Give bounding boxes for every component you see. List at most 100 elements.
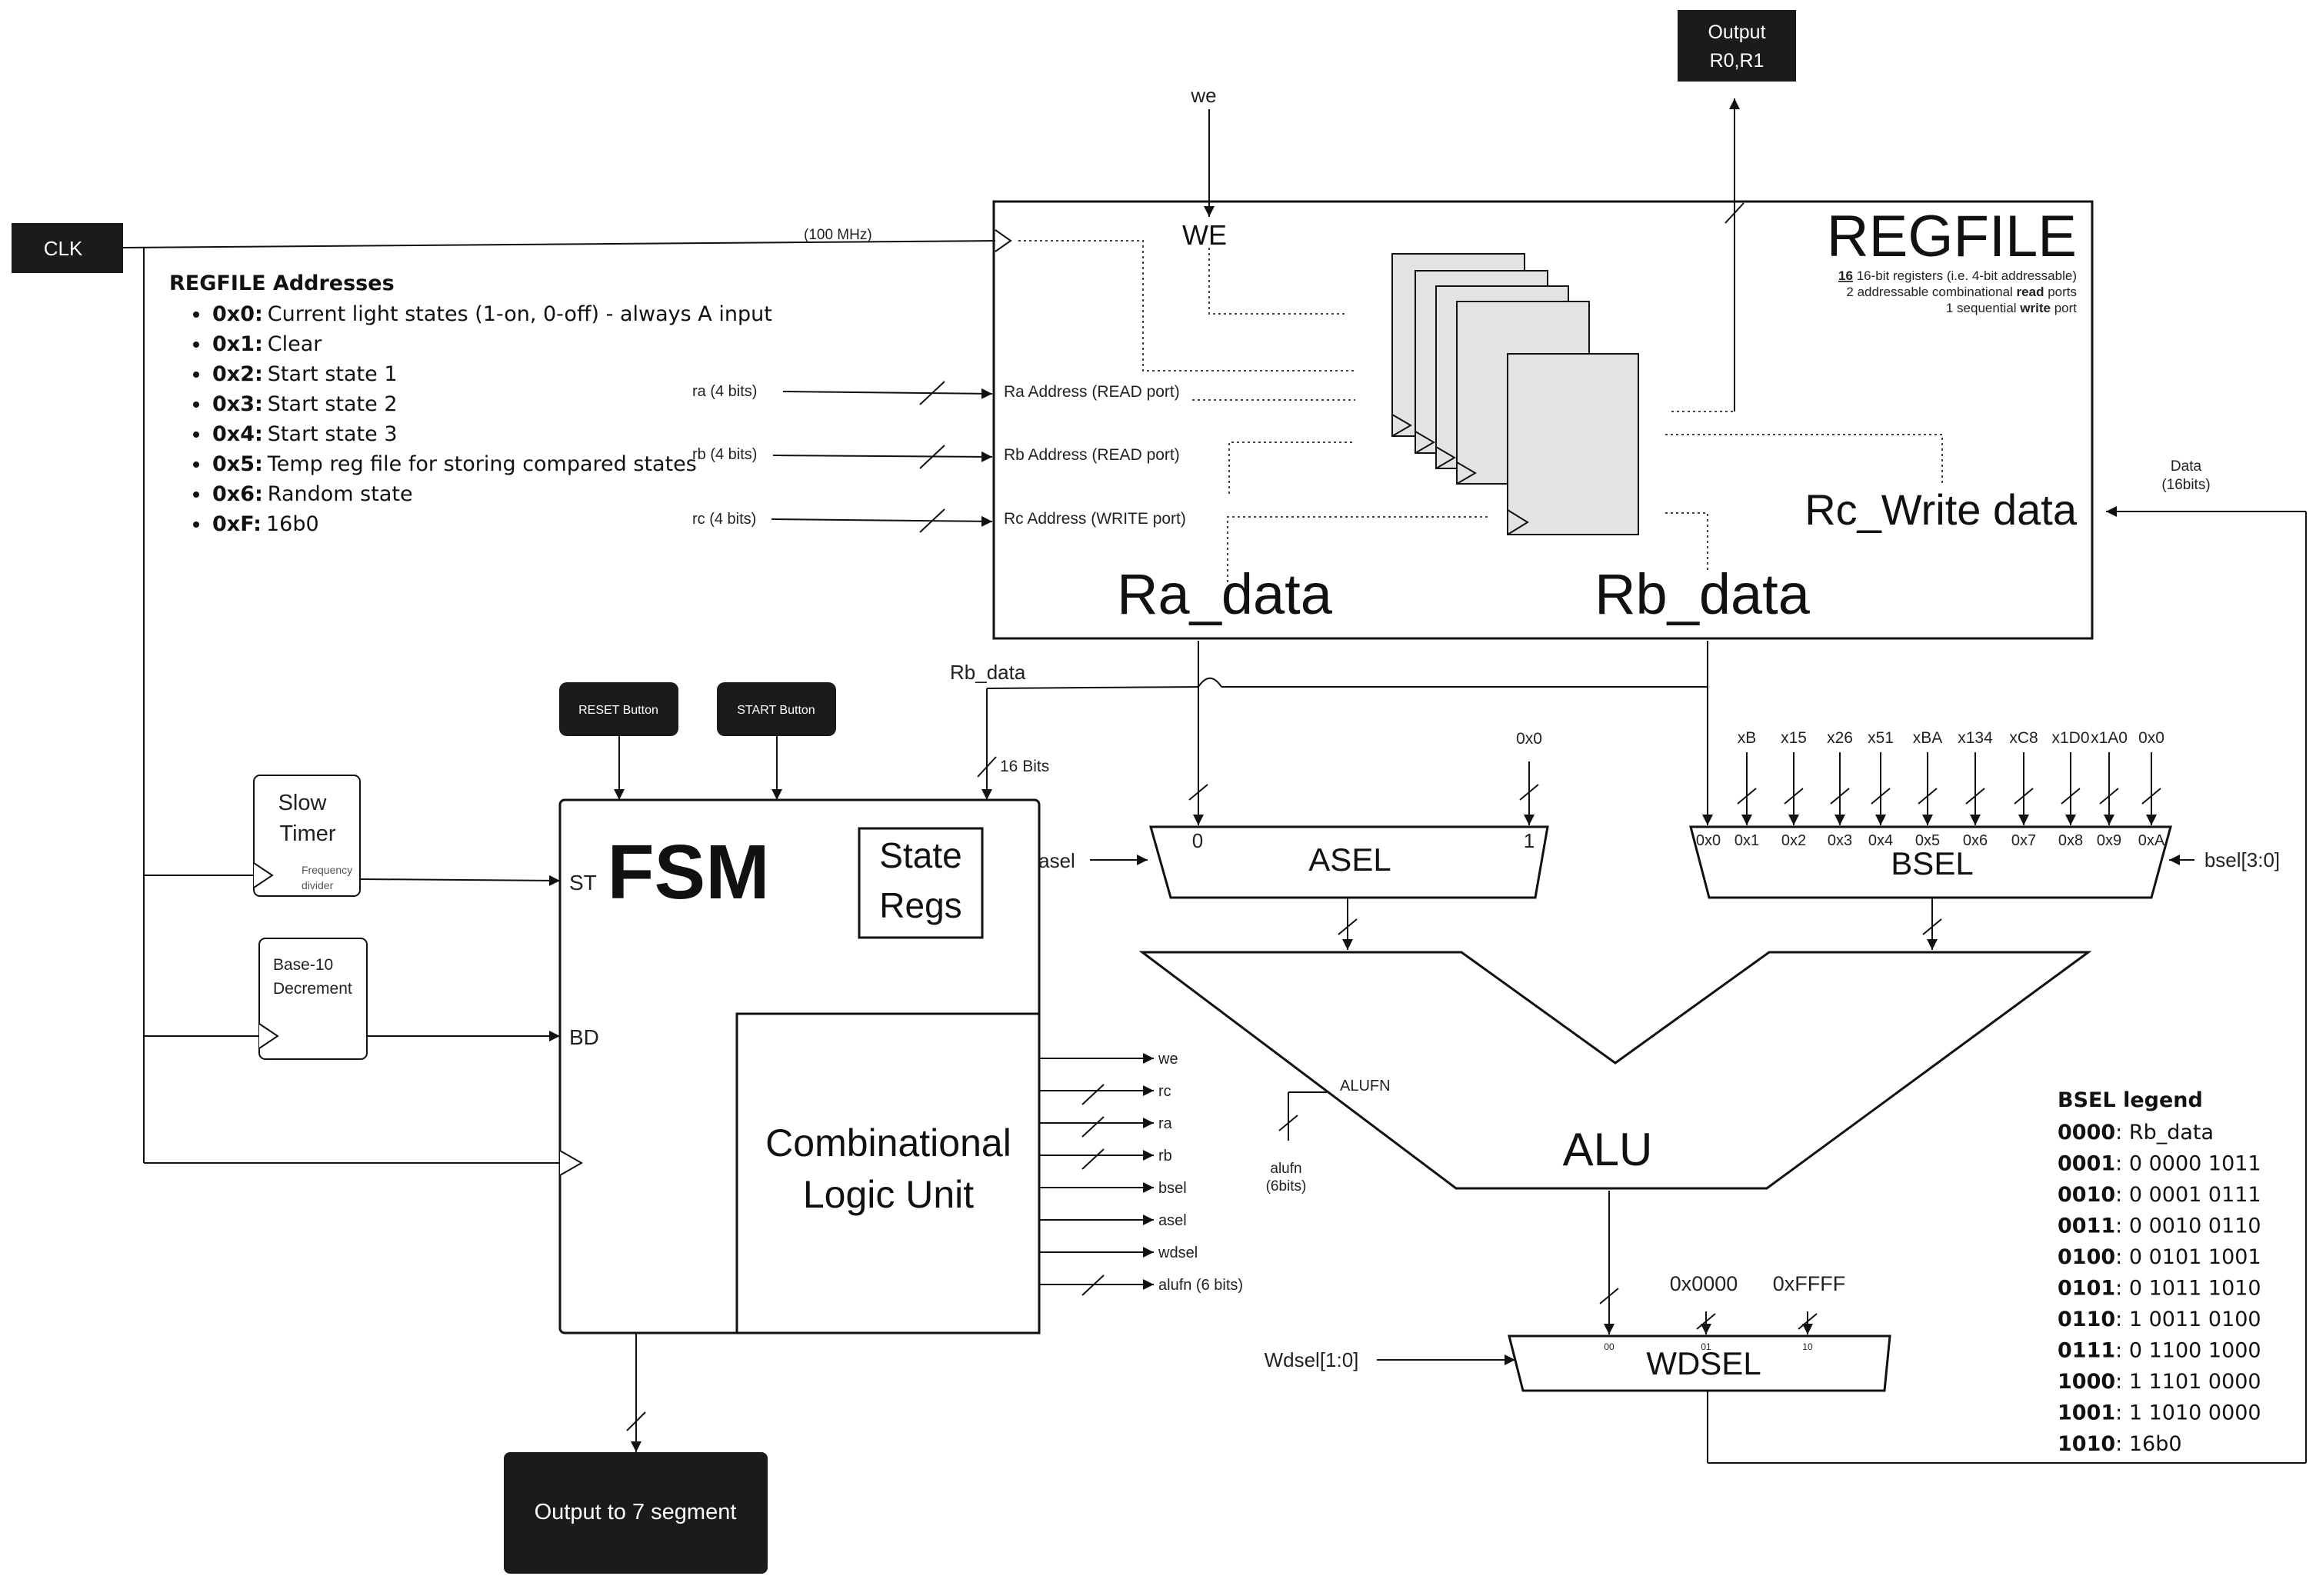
asel-label: ASEL — [1308, 841, 1391, 878]
address-desc: Random state — [268, 482, 413, 506]
combinational-logic-label: Combinational — [765, 1121, 1011, 1165]
bus-slash — [977, 756, 997, 778]
bus-width-label: 16 Bits — [1000, 758, 1049, 775]
seven-segment-output-box — [504, 1452, 768, 1574]
clock-triangle — [995, 229, 1012, 252]
dotted-wire — [1227, 516, 1488, 582]
regfile-subtitle: 1 sequential write port — [1946, 301, 2077, 315]
bus-slash — [1696, 1313, 1716, 1330]
legend-code: 0100 — [2058, 1245, 2115, 1269]
bus-slash — [2099, 788, 2119, 805]
regfile-box — [992, 200, 2094, 640]
rb-wire — [772, 451, 993, 462]
bsel-input-label: 0xA — [2138, 832, 2165, 849]
legend-code: 0011 — [2058, 1214, 2115, 1238]
bsel-input-label: 0x5 — [1915, 832, 1940, 849]
legend-row: 1010: 16b0 — [2058, 1432, 2182, 1456]
seven-segment-output-label: Output to 7 segment — [535, 1500, 737, 1524]
legend-value: 0 1100 1000 — [2129, 1339, 2261, 1363]
bsel-input-label: 0x4 — [1868, 832, 1893, 849]
slow-timer-label: Timer — [279, 821, 335, 846]
fsm-output-label: asel — [1158, 1212, 1187, 1229]
bsel-input-label: 0x2 — [1781, 832, 1806, 849]
address-desc: Start state 1 — [268, 362, 398, 386]
timer-to-fsm — [359, 875, 561, 886]
legend-value: 1 1010 0000 — [2129, 1401, 2261, 1425]
bus-slash — [1737, 788, 1757, 805]
clock-triangle — [258, 1023, 279, 1049]
legend-sep: : — [2115, 1432, 2129, 1456]
address-item: 0xF:16b0 — [212, 512, 319, 536]
bsel-input-label: 0x3 — [1828, 832, 1852, 849]
bsel-input-label: 0x1 — [1735, 832, 1759, 849]
regfile-title: REGFILE — [1827, 204, 2077, 269]
bus-slash — [2141, 788, 2161, 805]
alufn-input-label: (6bits) — [1266, 1178, 1307, 1195]
bus-slash — [2014, 788, 2034, 805]
wdsel-const-0000: 0x0000 — [1670, 1272, 1738, 1295]
address-code: 0x6: — [212, 482, 263, 506]
we-input-label: we — [1190, 84, 1216, 107]
legend-code: 0110 — [2058, 1308, 2115, 1331]
bus-slash — [1188, 784, 1208, 801]
asel-input-1: 1 — [1524, 829, 1535, 852]
bsel-const-label: 0x0 — [2138, 729, 2164, 747]
addresses-title: REGFILE Addresses — [169, 272, 395, 295]
rb-data-label: Rb_data — [1595, 562, 1811, 626]
legend-code: 0111 — [2058, 1339, 2115, 1363]
bsel-const-label: xBA — [1913, 729, 1943, 747]
output-r0r1-box — [1678, 10, 1796, 82]
clock-triangle — [559, 1150, 584, 1176]
address-code: 0x2: — [212, 362, 263, 386]
bsel-const-label: x134 — [1958, 729, 1993, 747]
address-code: 0x0: — [212, 302, 263, 326]
legend-sep: : — [2115, 1370, 2129, 1394]
state-regs-box — [858, 827, 984, 939]
combinational-logic-label: Logic Unit — [803, 1173, 974, 1216]
st-input-label: ST — [569, 871, 597, 895]
output-r0r1-label: R0,R1 — [1710, 50, 1764, 72]
legend-code: 0001 — [2058, 1152, 2115, 1176]
bullet-dot — [193, 312, 199, 318]
fsm-output-label: alufn (6 bits) — [1158, 1277, 1243, 1294]
address-item: 0x2:Start state 1 — [212, 362, 398, 386]
bsel-input-label: 0x8 — [2058, 832, 2083, 849]
bullet-dot — [193, 372, 199, 378]
fsm-output-label: ra — [1158, 1115, 1173, 1132]
bus-slash — [2061, 788, 2081, 805]
legend-sep: : — [2115, 1152, 2129, 1176]
asel-select-label: asel — [1038, 849, 1075, 872]
legend-sep: : — [2115, 1277, 2129, 1301]
legend-sep: : — [2115, 1401, 2129, 1425]
legend-row: 0110: 1 0011 0100 — [2058, 1308, 2261, 1331]
fsm-output-label: we — [1158, 1051, 1178, 1068]
dotted-wire — [1228, 441, 1355, 494]
bsel-const-label: x15 — [1781, 729, 1807, 747]
bus-slash — [1081, 1084, 1105, 1105]
legend-row: 0101: 0 1011 1010 — [2058, 1277, 2261, 1301]
legend-code: 1010 — [2058, 1432, 2115, 1456]
clk-wire — [122, 240, 999, 248]
asel-const-label: 0x0 — [1516, 730, 1542, 748]
decrement-label: Base-10 — [273, 956, 333, 974]
legend-value: 16b0 — [2129, 1432, 2182, 1456]
dotted-wire — [1665, 512, 1708, 573]
fsm-output-label: bsel — [1158, 1180, 1187, 1197]
rb-port-label: Rb Address (READ port) — [1004, 446, 1180, 464]
ra-port-label: Ra Address (READ port) — [1004, 383, 1180, 401]
address-code: 0x1: — [212, 332, 263, 356]
wdsel-mux — [1508, 1334, 1891, 1392]
legend-row: 1001: 1 1010 0000 — [2058, 1401, 2261, 1425]
address-desc: Current light states (1-on, 0-off) - alw… — [268, 302, 772, 326]
legend-sep: : — [2115, 1245, 2129, 1269]
bd-input-label: BD — [569, 1025, 599, 1049]
bus-slash — [1725, 202, 1744, 224]
legend-row: 0011: 0 0010 0110 — [2058, 1214, 2261, 1238]
slow-timer-label: Slow — [278, 791, 328, 815]
decrement-label: Decrement — [273, 980, 352, 998]
address-item: 0x6:Random state — [212, 482, 413, 506]
fsm-title: FSM — [607, 829, 769, 915]
address-item: 0x5:Temp reg file for storing compared s… — [212, 452, 697, 476]
data-input-label: (16bits) — [2161, 477, 2210, 493]
reset-button-label: RESET Button — [578, 704, 658, 717]
